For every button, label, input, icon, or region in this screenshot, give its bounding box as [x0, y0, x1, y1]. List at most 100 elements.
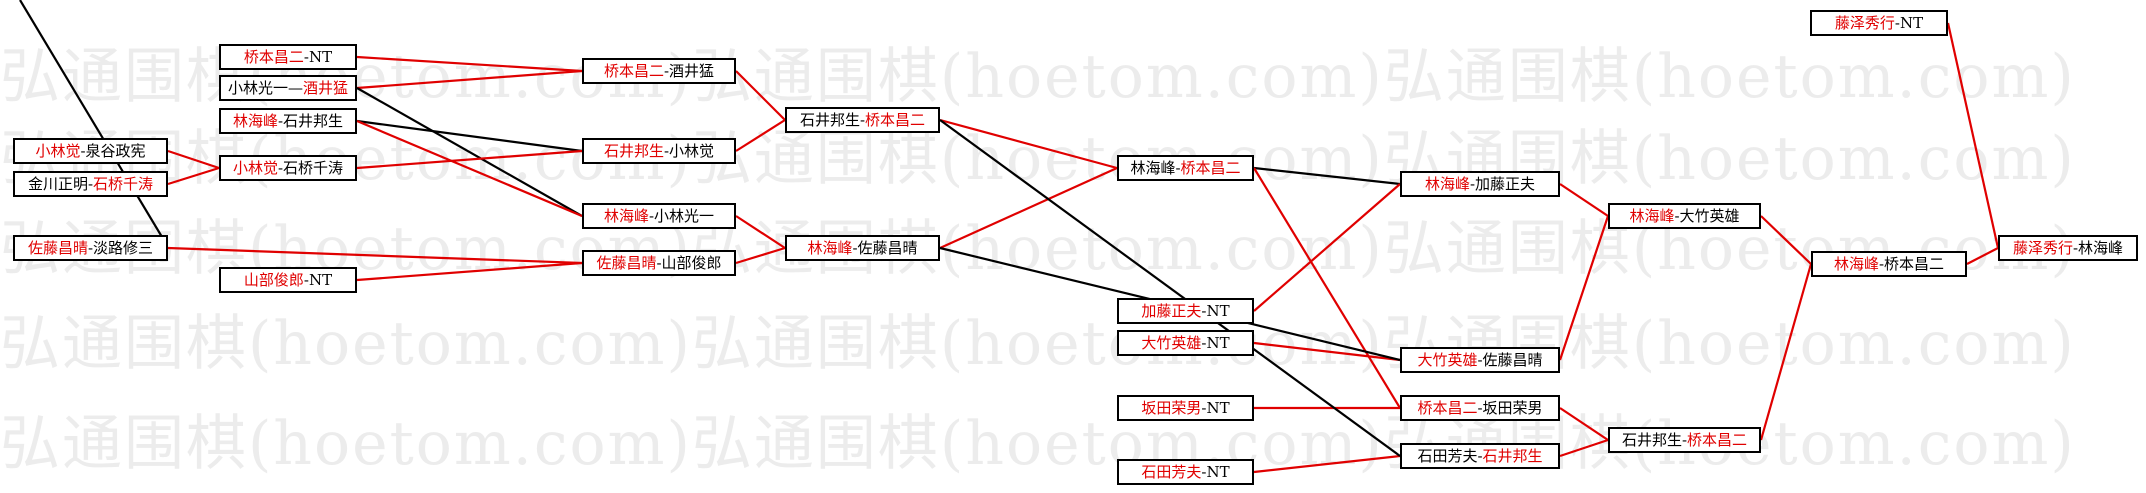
bracket-connector — [1760, 215, 1812, 265]
bracket-connector — [1253, 167, 1401, 409]
player-name: 佐藤昌晴 — [857, 239, 918, 257]
match-box: 林海峰-桥本昌二 — [1811, 251, 1967, 277]
player-name: NT — [308, 48, 333, 66]
match-separator: - — [1878, 255, 1885, 273]
bracket-connector — [939, 166, 1118, 250]
player-name: 石桥千涛 — [283, 159, 344, 177]
bracket-connector — [939, 118, 1118, 170]
player-name: 大竹英雄 — [1417, 351, 1478, 369]
bracket-connector — [356, 55, 583, 73]
match-box: 佐藤昌晴-山部俊郎 — [582, 250, 736, 276]
match-separator: - — [1469, 175, 1476, 193]
player-name: 金川正明 — [27, 175, 88, 193]
player-name: 林海峰 — [1833, 255, 1879, 273]
match-separator: - — [1175, 159, 1181, 177]
bracket-connector — [19, 0, 166, 243]
player-name: 桥本昌二 — [1417, 399, 1478, 417]
match-separator: - — [87, 175, 94, 193]
match-box: 石井邦生-桥本昌二 — [1608, 427, 1761, 453]
player-name: 大竹英雄 — [1141, 334, 1202, 352]
bracket-connector — [735, 215, 786, 249]
match-box: 山部俊郎-NT — [219, 267, 357, 293]
player-name: 林海峰 — [603, 207, 649, 225]
bracket-connector — [356, 119, 583, 153]
match-box: 藤泽秀行-林海峰 — [1998, 235, 2138, 261]
player-name: 石井邦生 — [283, 112, 344, 130]
player-name: 小林光一 — [654, 207, 715, 225]
player-name: 酒井猛 — [669, 62, 715, 80]
player-name: 石桥千涛 — [93, 175, 154, 193]
player-name: 小林光一 — [227, 79, 288, 97]
player-name: 桥本昌二 — [1884, 255, 1945, 273]
player-name: 藤泽秀行 — [1834, 14, 1895, 32]
match-separator: - — [1201, 399, 1207, 417]
player-name: 桥本昌二 — [243, 48, 304, 66]
match-separator: - — [1201, 302, 1207, 320]
player-name: NT — [308, 271, 333, 289]
bracket-connector — [1759, 263, 1813, 441]
bracket-connector — [167, 166, 220, 186]
bracket-connector — [1253, 166, 1401, 186]
match-box: 加藤正夫-NT — [1117, 298, 1254, 324]
player-name: 加藤正夫 — [1475, 175, 1536, 193]
match-box: 小林觉-泉谷政宪 — [13, 138, 168, 164]
match-box: 石田芳夫-NT — [1117, 459, 1254, 485]
match-box: 桥本昌二-坂田荣男 — [1400, 395, 1560, 421]
player-name: 佐藤昌晴 — [1482, 351, 1543, 369]
player-name: 林海峰 — [2078, 239, 2124, 257]
player-name: 山部俊郎 — [243, 271, 304, 289]
match-box: 林海峰-小林光一 — [582, 203, 736, 229]
bracket-connector — [167, 149, 220, 170]
match-box: 藤泽秀行-NT — [1810, 10, 1948, 36]
match-box: 林海峰-佐藤昌晴 — [785, 235, 940, 261]
bracket-connector — [939, 119, 1401, 457]
bracket-connector — [356, 261, 583, 282]
bracket-connector — [1559, 183, 1609, 217]
match-separator: - — [663, 142, 670, 160]
player-name: NT — [1206, 302, 1230, 320]
player-name: NT — [1206, 334, 1230, 352]
match-box: 林海峰-石井邦生 — [219, 108, 357, 134]
player-name: 桥本昌二 — [865, 111, 926, 129]
match-separator: - — [277, 112, 284, 130]
match-box: 石井邦生-桥本昌二 — [785, 107, 940, 133]
match-separator: - — [303, 48, 309, 66]
match-box: 林海峰-大竹英雄 — [1608, 203, 1761, 229]
match-separator: - — [2072, 239, 2079, 257]
player-name: 加藤正夫 — [1141, 302, 1202, 320]
match-separator: - — [1201, 334, 1207, 352]
bracket-connector — [167, 246, 583, 265]
match-box: 佐藤昌晴-淡路修三 — [13, 235, 168, 261]
player-name: 酒井猛 — [303, 79, 349, 97]
match-box: 小林觉-石桥千涛 — [219, 155, 357, 181]
player-name: 桥本昌二 — [1687, 431, 1748, 449]
match-separator: - — [1681, 431, 1688, 449]
player-name: 桥本昌二 — [1180, 159, 1241, 177]
match-separator: - — [1674, 207, 1680, 225]
match-box: 小林光一—酒井猛 — [219, 75, 357, 101]
match-box: 石田芳夫-石井邦生 — [1400, 443, 1560, 469]
player-name: NT — [1899, 14, 1924, 32]
match-separator: - — [859, 111, 866, 129]
match-separator: - — [87, 239, 94, 257]
player-name: 小林觉 — [35, 142, 81, 160]
player-name: 林海峰 — [807, 239, 853, 257]
match-box: 林海峰-桥本昌二 — [1117, 155, 1254, 181]
player-name: 淡路修三 — [93, 239, 154, 257]
match-box: 石井邦生-小林觉 — [582, 138, 736, 164]
bracket-connector — [1966, 247, 1999, 265]
bracket-connector — [1559, 407, 1609, 441]
player-name: 林海峰 — [1629, 207, 1675, 225]
player-name: 坂田荣男 — [1482, 399, 1543, 417]
match-separator: - — [1477, 399, 1483, 417]
bracket-connector — [356, 69, 583, 90]
player-name: 林海峰 — [232, 112, 278, 130]
match-box: 大竹英雄-NT — [1117, 330, 1254, 356]
player-name: 石井邦生 — [799, 111, 860, 129]
player-name: 小林觉 — [669, 142, 715, 160]
player-name: 佐藤昌晴 — [27, 239, 88, 257]
match-separator: - — [80, 142, 86, 160]
bracket-connector — [735, 246, 786, 265]
player-name: 石井邦生 — [1482, 447, 1543, 465]
